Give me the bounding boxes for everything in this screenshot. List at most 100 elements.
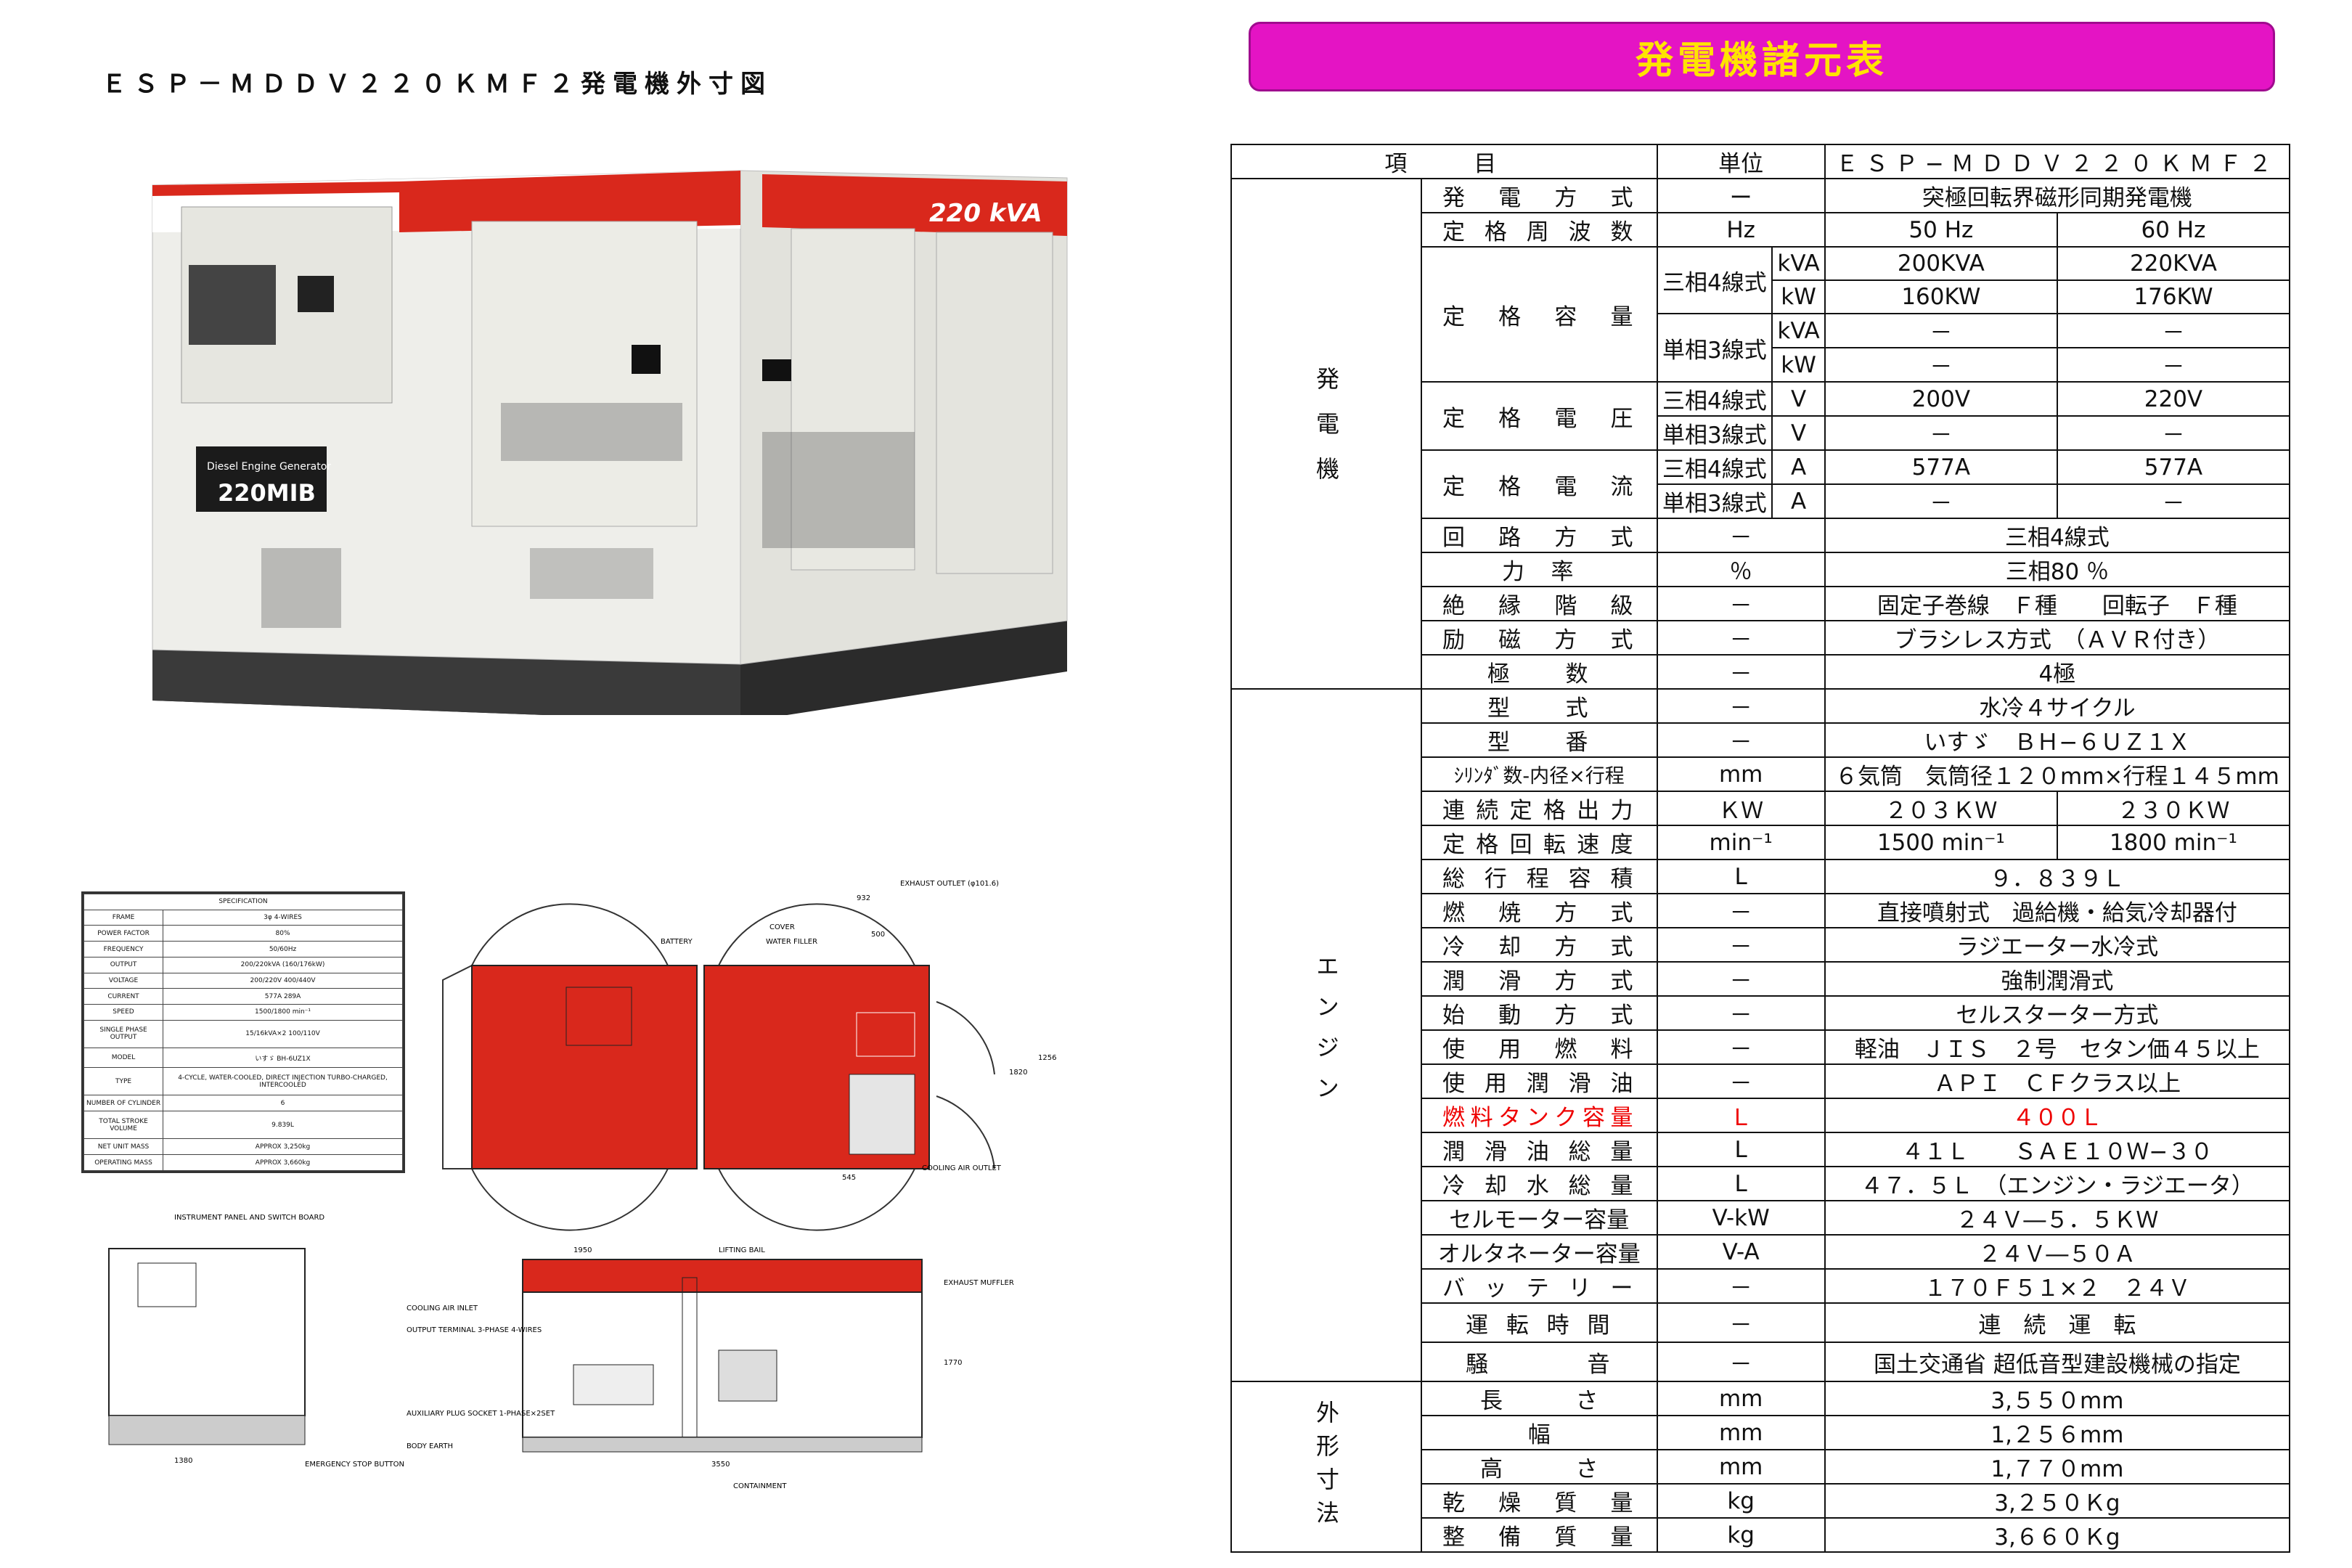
dim-text: 1770 (944, 1359, 962, 1367)
group-dimensions: 外形寸法 (1230, 1381, 1422, 1553)
spec-table: 項 目 単位 ＥＳＰ−ＭＤＤＶ２２０ＫＭＦ２ 発電機 発電方式 ー 突極回転界磁… (1230, 144, 2291, 1553)
item-label: 燃焼方式 (1421, 893, 1658, 928)
item-label: 定格電流 (1421, 449, 1658, 519)
value-50hz: － (1824, 347, 2058, 383)
unit-cell: － (1656, 1063, 1826, 1099)
header-item: 項 目 (1230, 144, 1658, 179)
table-row: 総行程容積 L ９．８３９Ｌ (1231, 859, 2291, 894)
plate-line1: Diesel Engine Generator (207, 461, 331, 473)
value-60hz: － (2056, 415, 2291, 451)
item-label: 連続定格出力 (1421, 791, 1658, 826)
value-60hz: ２３０ＫＷ (2056, 791, 2291, 826)
callout-label: EXHAUST OUTLET (φ101.6) (900, 880, 999, 888)
item-label: 総行程容積 (1421, 859, 1658, 894)
table-row: 定格電圧 三相4線式 V 200V 220V (1231, 381, 2291, 451)
callout-label: CONTAINMENT (733, 1482, 787, 1490)
table-row: 運転時間 － 連 続 運 転 (1231, 1302, 2291, 1343)
callout-label: BODY EARTH (407, 1442, 453, 1450)
table-row: kW － － (1231, 347, 2291, 383)
spec-banner: 発電機諸元表 (1249, 22, 2275, 91)
table-row: 発電機 発電方式 ー 突極回転界磁形同期発電機 (1230, 178, 2291, 690)
value-cell: 直接噴射式 過給機・給気冷却器付 (1824, 893, 2291, 928)
value-50hz: 50 Hz (1824, 212, 2058, 248)
value-cell: 固定子巻線 Ｆ種 回転子 Ｆ種 (1824, 586, 2291, 621)
mini-row-value: 15/16kVA×2 100/110V (163, 1019, 403, 1049)
value-60hz: 60 Hz (2056, 212, 2291, 248)
item-label: 極数 (1421, 654, 1658, 690)
table-row: 励磁方式 － ブラシレス方式 （ＡＶＲ付き） (1231, 620, 2291, 656)
unit-cell: － (1656, 995, 1826, 1031)
value-cell: 3,６６０Ｋg (1824, 1517, 2291, 1553)
plate-line2: 220MIB (218, 479, 316, 507)
unit-cell: － (1656, 927, 1826, 963)
table-row: 定格回転速度 min⁻¹ 1500 min⁻¹ 1800 min⁻¹ (1231, 825, 2291, 860)
table-row: ｼﾘﾝﾀﾞ数-内径×行程 mm ６気筒 気筒径１２０mm×行程１４５mm (1231, 756, 2291, 792)
unit-cell: kg (1656, 1517, 1826, 1553)
group-generator: 発電機 (1230, 178, 1422, 690)
table-row: 乾燥質量 kg 3,２５０Ｋg (1231, 1483, 2291, 1519)
table-row: 定格電流 三相4線式 A 577A 577A (1231, 449, 2291, 519)
unit-cell: － (1656, 1029, 1826, 1065)
item-label: 発電方式 (1421, 178, 1658, 213)
value-cell: 1,７７０mm (1824, 1449, 2291, 1485)
table-row: kW 160KW 176KW (1231, 279, 2291, 314)
value-cell: ９．８３９Ｌ (1824, 859, 2291, 894)
value-50hz: ２０３ＫＷ (1824, 791, 2058, 826)
unit-cell: － (1656, 654, 1826, 690)
dim-text: 3550 (711, 1461, 730, 1469)
value-cell: ＡＰＩ ＣＦクラス以上 (1824, 1063, 2291, 1099)
value-50hz: 160KW (1824, 279, 2058, 314)
table-row: 単相3線式 kVA － － (1231, 313, 2291, 383)
item-label: 幅 (1421, 1415, 1658, 1450)
value-60hz: 577A (2056, 449, 2291, 485)
table-row: バッテリー － １７０Ｆ５１×２ ２４Ｖ (1231, 1268, 2291, 1304)
dim-text: 932 (857, 894, 870, 902)
value-cell: ６気筒 気筒径１２０mm×行程１４５mm (1824, 756, 2291, 792)
table-row: 潤滑油総量 L ４１Ｌ ＳＡＥ１０Ｗ−３０ (1231, 1132, 2291, 1167)
table-row: オルタネーター容量 V-A ２４Ｖ―５０Ａ (1231, 1234, 2291, 1270)
dim-text: 545 (842, 1174, 856, 1182)
unit-cell: ＫＷ (1656, 791, 1826, 826)
table-row: 定格周波数 Hz 50 Hz 60 Hz (1231, 212, 2291, 248)
value-50hz: 200V (1824, 381, 2058, 417)
dim-text: 1256 (1038, 1054, 1056, 1062)
table-row: 単相3線式 V － － (1231, 415, 2291, 451)
mini-row-label: SINGLE PHASE OUTPUT (83, 1019, 164, 1049)
table-row: 連続定格出力 ＫＷ ２０３ＫＷ ２３０ＫＷ (1231, 791, 2291, 826)
item-label: バッテリー (1421, 1268, 1658, 1304)
item-label: 定格周波数 (1421, 212, 1658, 248)
table-row: 型番 － いすゞ ＢＨ−６ＵＺ１Ｘ (1231, 722, 2291, 758)
table-row: 冷却水総量 L ４７．５Ｌ （エンジン・ラジエータ） (1231, 1166, 2291, 1201)
item-label: 型番 (1421, 722, 1658, 758)
value-cell: ４７．５Ｌ （エンジン・ラジエータ） (1824, 1166, 2291, 1201)
unit-cell: kg (1656, 1483, 1826, 1519)
item-label: 運転時間 (1421, 1302, 1658, 1343)
value-cell: ラジエーター水冷式 (1824, 927, 2291, 963)
group-engine: エンジン (1230, 688, 1422, 1382)
table-row: 単相3線式 A － － (1231, 483, 2291, 519)
unit-cell: L (1656, 859, 1826, 894)
sub-label: 単相3線式 (1656, 313, 1773, 383)
item-label: 使用潤滑油 (1421, 1063, 1658, 1099)
item-label: 型式 (1421, 688, 1658, 724)
table-row: 使用潤滑油 － ＡＰＩ ＣＦクラス以上 (1231, 1063, 2291, 1099)
callout-label: AUXILIARY PLUG SOCKET 1-PHASE×2SET (407, 1410, 555, 1418)
dim-text: 1820 (1009, 1069, 1027, 1077)
table-row: セルモーター容量 V-kW ２４Ｖ―５．５ＫＷ (1231, 1200, 2291, 1236)
table-row: 整備質量 kg 3,６６０Ｋg (1231, 1517, 2291, 1553)
unit-cell: － (1656, 961, 1826, 997)
value-50hz: － (1824, 483, 2058, 519)
value-cell: 3,２５０Ｋg (1824, 1483, 2291, 1519)
item-label: 高さ (1421, 1449, 1658, 1485)
unit-cell: － (1656, 620, 1826, 656)
item-label: 冷却水総量 (1421, 1166, 1658, 1201)
value-60hz: 220V (2056, 381, 2291, 417)
callout-label: COOLING AIR INLET (407, 1304, 478, 1312)
value-50hz: － (1824, 313, 2058, 348)
mini-row-value: いすゞ BH-6UZ1X (163, 1048, 403, 1068)
sub-label: 三相4線式 (1656, 449, 1773, 485)
table-row: 幅 mm 1,２５６mm (1231, 1415, 2291, 1450)
callout-label: COVER (769, 923, 795, 931)
unit-cell: － (1656, 518, 1826, 553)
item-label: 絶縁階級 (1421, 586, 1658, 621)
